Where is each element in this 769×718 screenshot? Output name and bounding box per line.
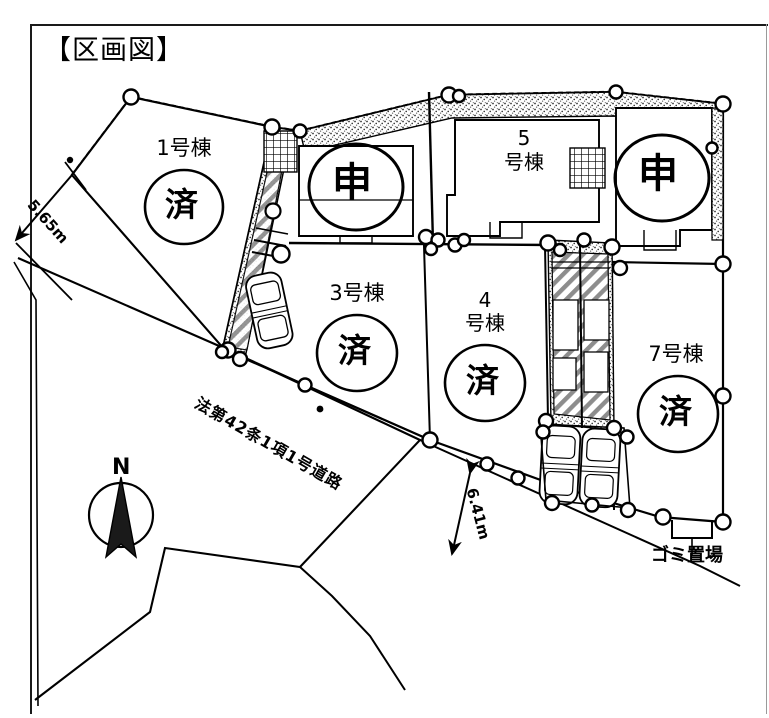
lot-3-status-text: 済 xyxy=(338,331,371,370)
dimension-6-41m-leader xyxy=(448,457,480,556)
lot-1-status-text: 済 xyxy=(165,185,198,224)
lot-5-label-line2: 号棟 xyxy=(504,150,544,174)
lot-6-status-badge[interactable]: 申 xyxy=(613,133,711,228)
page-title: 【区画図】 xyxy=(44,35,184,66)
dimension-5-65m-leader xyxy=(14,161,87,301)
parked-car-a xyxy=(538,424,582,506)
parked-car-lot2 xyxy=(245,271,294,350)
north-label: N xyxy=(112,455,131,480)
lot-3-status-badge[interactable]: 済 xyxy=(315,313,399,398)
lot-5-label-line1: 5 xyxy=(517,126,531,150)
lot-7-status-badge[interactable]: 済 xyxy=(636,374,720,459)
parked-car-b xyxy=(578,427,622,509)
building-lot-5 xyxy=(446,119,606,239)
lot-4-label-line1: 4 xyxy=(478,288,492,312)
survey-dots xyxy=(66,156,324,413)
page-border-top xyxy=(30,24,768,26)
north-arrow xyxy=(87,476,155,559)
lot-7-status-text: 済 xyxy=(659,392,692,431)
central-driveway xyxy=(538,239,631,509)
lot-2-status-text: 申 xyxy=(332,160,372,206)
page-border-left xyxy=(30,24,32,714)
lot-1-label: 1号棟 xyxy=(156,136,212,160)
lot-1-status-badge[interactable]: 済 xyxy=(143,168,225,251)
boundary-markers xyxy=(122,84,732,531)
lot-2-driveway xyxy=(221,126,298,359)
lot-6-status-text: 申 xyxy=(638,151,678,197)
garbage-label: ゴミ置場 xyxy=(651,545,723,566)
lot-4-status-text: 済 xyxy=(466,361,499,400)
lot-3-label: 3号棟 xyxy=(329,281,385,305)
page-border-right xyxy=(766,24,767,714)
lot-7-label: 7号棟 xyxy=(648,342,704,366)
lot-4-status-badge[interactable]: 済 xyxy=(443,343,527,428)
garbage-enclosure xyxy=(671,520,713,556)
lot-2-status-badge[interactable]: 申 xyxy=(307,142,405,237)
lot-4-label-line2: 号棟 xyxy=(465,311,505,335)
